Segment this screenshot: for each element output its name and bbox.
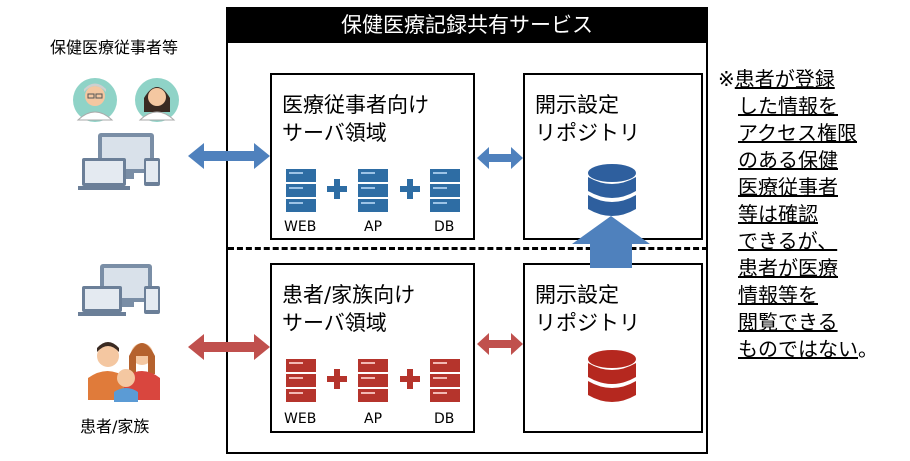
top-repo-line2: リポジトリ — [535, 121, 640, 145]
patient-server-panel: 患者/家族向け サーバ領域 WEB AP DB — [270, 263, 475, 433]
note-line-3: アクセス権限 — [738, 121, 857, 145]
professional-tier-db: DB — [434, 219, 455, 235]
patient-repo-double-arrow — [477, 333, 523, 355]
professional-double-arrow — [188, 143, 270, 169]
db-server-icon — [430, 169, 460, 212]
professional-server-stack — [286, 169, 460, 212]
plus-icon — [327, 179, 347, 199]
professional-panel-title-line1: 医療従事者向け — [282, 93, 429, 117]
note-line-10: 閲覧できる — [738, 310, 838, 334]
plus-icon — [400, 369, 420, 389]
note-line-11: ものではない。 — [738, 337, 878, 361]
note-line-4: のある保健 — [738, 148, 838, 172]
note-prefix: ※ — [718, 67, 735, 91]
patient-tier-db: DB — [434, 411, 455, 427]
note-line-5: 医療従事者 — [738, 175, 838, 199]
db-server-icon — [430, 359, 460, 402]
note-line-7: できるが、 — [738, 229, 838, 253]
note-line-8: 患者が医療 — [738, 256, 838, 280]
ap-server-icon — [358, 169, 388, 212]
web-server-icon — [286, 169, 316, 212]
patient-tier-web: WEB — [284, 411, 317, 427]
doctor-female-icon — [135, 78, 179, 122]
professional-repo-double-arrow — [477, 147, 523, 169]
professionals-label: 保健医療従事者等 — [50, 38, 179, 57]
patient-double-arrow — [188, 334, 270, 360]
professional-tier-web: WEB — [284, 219, 317, 235]
patient-tier-ap: AP — [364, 411, 383, 427]
devices-icon — [78, 264, 160, 316]
sync-up-arrow — [572, 216, 650, 268]
family-icon — [88, 342, 160, 402]
patient-server-stack — [286, 359, 460, 402]
ap-server-icon — [358, 359, 388, 402]
bottom-repository-panel: 開示設定 リポジトリ — [523, 263, 703, 433]
top-repository-panel: 開示設定 リポジトリ — [523, 73, 703, 240]
note-line-2: した情報を — [738, 94, 838, 118]
note-suffix: 。 — [858, 337, 878, 361]
plus-icon — [400, 179, 420, 199]
professionals-illustration — [73, 78, 179, 190]
patients-label: 患者/家族 — [80, 417, 150, 436]
note-line-9: 情報等を — [738, 283, 818, 307]
plus-icon — [327, 369, 347, 389]
devices-icon — [78, 133, 160, 190]
professional-panel-title-line2: サーバ領域 — [282, 121, 387, 145]
bottom-repo-line1: 開示設定 — [535, 283, 619, 307]
service-title: 保健医療記録共有サービス — [226, 7, 708, 43]
professional-server-panel: 医療従事者向け サーバ領域 WEB AP DB — [270, 73, 475, 240]
top-repo-line1: 開示設定 — [535, 93, 619, 117]
doctor-icon — [73, 78, 117, 122]
patients-illustration — [78, 264, 160, 402]
patient-panel-title-line2: サーバ領域 — [282, 311, 387, 335]
access-note: ※患者が登録 した情報を アクセス権限 のある保健 医療従事者 等は確認 できる… — [718, 66, 908, 363]
web-server-icon — [286, 359, 316, 402]
database-icon — [588, 164, 636, 216]
note-line-6: 等は確認 — [738, 202, 818, 226]
patient-panel-title-line1: 患者/家族向け — [282, 283, 416, 307]
bottom-repo-line2: リポジトリ — [535, 311, 640, 335]
section-divider — [228, 247, 708, 250]
note-line-1: ※患者が登録 — [718, 67, 835, 91]
database-icon — [588, 350, 636, 402]
professional-tier-ap: AP — [364, 219, 383, 235]
